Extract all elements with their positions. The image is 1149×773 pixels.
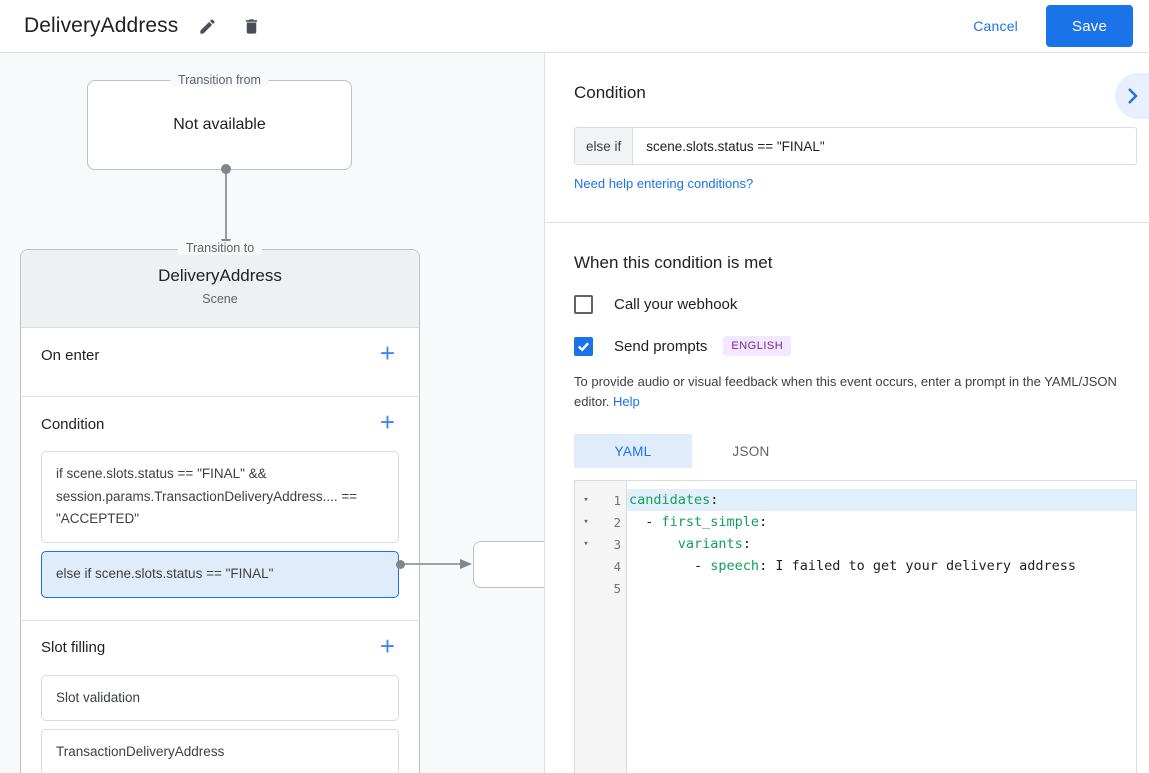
code-token: : bbox=[742, 536, 751, 553]
trash-icon[interactable] bbox=[236, 11, 266, 41]
save-button[interactable]: Save bbox=[1046, 5, 1133, 47]
code-token: : bbox=[759, 514, 768, 531]
transition-to-card: Transition to DeliveryAddress Scene On e… bbox=[20, 241, 420, 773]
add-condition-button[interactable]: + bbox=[379, 407, 395, 437]
transition-to-title: DeliveryAddress bbox=[158, 266, 282, 285]
section-condition-title: Condition bbox=[41, 415, 105, 433]
section-slot-filling: Slot filling + Slot validation Transacti… bbox=[21, 621, 419, 773]
connector-arrow-right bbox=[404, 559, 472, 569]
section-condition-header: Condition + bbox=[41, 397, 399, 451]
code-token: : I failed to get your delivery address bbox=[759, 558, 1077, 575]
fold-toggle-icon[interactable]: ▾ bbox=[583, 539, 589, 550]
webhook-row[interactable]: Call your webhook bbox=[574, 295, 1121, 314]
code-token: - bbox=[629, 558, 711, 575]
editor-line-number: 5 bbox=[613, 580, 621, 596]
code-token: : bbox=[710, 492, 719, 509]
flow-canvas: Transition from Not available Transition… bbox=[0, 53, 545, 773]
condition-item-selected[interactable]: else if scene.slots.status == "FINAL" bbox=[41, 551, 399, 598]
tab-json[interactable]: JSON bbox=[732, 443, 770, 459]
editor-gutter-line: ▾2 bbox=[575, 511, 626, 533]
condition-section: Condition else if scene.slots.status == … bbox=[546, 53, 1149, 193]
prompts-help-link[interactable]: Help bbox=[613, 394, 640, 410]
chevron-right-icon[interactable] bbox=[1115, 73, 1149, 119]
editor-code-area[interactable]: candidates: - first_simple: variants: - … bbox=[627, 481, 1136, 773]
tab-yaml[interactable]: YAML bbox=[574, 434, 692, 469]
code-token: first_simple bbox=[661, 514, 760, 531]
transition-from-box: Transition from Not available bbox=[87, 73, 352, 170]
section-slot-filling-header: Slot filling + bbox=[41, 621, 399, 675]
page-title: DeliveryAddress bbox=[24, 14, 179, 37]
fold-toggle-icon[interactable]: ▾ bbox=[583, 495, 589, 506]
section-condition: Condition + if scene.slots.status == "FI… bbox=[21, 397, 419, 621]
editor-code-line[interactable] bbox=[627, 577, 1136, 599]
editor-line-number: 3 bbox=[613, 536, 621, 552]
topbar-actions: Cancel Save bbox=[957, 5, 1133, 47]
editor-gutter-line: ▾1 bbox=[575, 489, 626, 511]
transition-to-legend: Transition to bbox=[177, 241, 263, 255]
editor-gutter-line: ▾3 bbox=[575, 533, 626, 555]
send-prompts-label: Send prompts bbox=[614, 337, 708, 355]
code-token: candidates bbox=[629, 492, 711, 509]
code-token bbox=[629, 536, 678, 552]
editor-gutter-line: 4 bbox=[575, 555, 626, 577]
editor-line-number: 1 bbox=[613, 492, 621, 508]
transition-from-legend: Transition from bbox=[170, 73, 269, 87]
prompts-description-text: To provide audio or visual feedback when… bbox=[574, 374, 1117, 410]
transition-to-header: DeliveryAddress Scene bbox=[21, 250, 419, 328]
top-app-bar: DeliveryAddress Cancel Save bbox=[0, 0, 1149, 53]
editor-line-number: 2 bbox=[613, 514, 621, 530]
prompts-description: To provide audio or visual feedback when… bbox=[574, 372, 1134, 412]
editor-code-line[interactable]: candidates: bbox=[627, 489, 1136, 512]
code-token: - bbox=[629, 514, 662, 531]
transition-to-subtitle: Scene bbox=[202, 292, 238, 306]
condition-prefix: else if bbox=[575, 128, 634, 164]
condition-heading: Condition bbox=[574, 83, 646, 102]
code-token: variants bbox=[677, 536, 743, 553]
transition-from-value: Not available bbox=[173, 116, 266, 133]
editor-gutter-line: 5 bbox=[575, 577, 626, 599]
call-webhook-checkbox[interactable] bbox=[574, 295, 593, 314]
editor-format-tabs: YAML JSON bbox=[574, 434, 1121, 469]
send-prompts-row[interactable]: Send prompts ENGLISH bbox=[574, 336, 1121, 356]
details-panel: Condition else if scene.slots.status == … bbox=[546, 53, 1149, 773]
section-on-enter-title: On enter bbox=[41, 346, 100, 364]
editor-code-line[interactable]: - first_simple: bbox=[627, 511, 1136, 533]
add-on-enter-button[interactable]: + bbox=[379, 338, 395, 368]
when-met-heading: When this condition is met bbox=[574, 253, 773, 272]
fold-toggle-icon[interactable]: ▾ bbox=[583, 517, 589, 528]
condition-output-handle[interactable] bbox=[396, 560, 405, 569]
code-token: speech bbox=[710, 558, 760, 575]
section-on-enter: On enter + bbox=[21, 328, 419, 397]
section-slot-filling-title: Slot filling bbox=[41, 639, 106, 657]
target-node-stub[interactable] bbox=[473, 541, 544, 588]
cancel-button[interactable]: Cancel bbox=[957, 9, 1034, 43]
condition-item[interactable]: if scene.slots.status == "FINAL" && sess… bbox=[41, 451, 399, 544]
condition-expression-input[interactable]: scene.slots.status == "FINAL" bbox=[633, 128, 1136, 164]
slot-filling-item[interactable]: Slot validation bbox=[41, 674, 399, 722]
add-slot-filling-button[interactable]: + bbox=[379, 630, 395, 661]
slot-filling-item[interactable]: TransactionDeliveryAddress bbox=[41, 729, 399, 773]
send-prompts-checkbox[interactable] bbox=[574, 336, 593, 356]
condition-help-link[interactable]: Need help entering conditions? bbox=[574, 176, 754, 191]
editor-line-number: 4 bbox=[613, 558, 621, 574]
section-on-enter-header: On enter + bbox=[41, 328, 399, 382]
editor-code-line[interactable]: - speech: I failed to get your delivery … bbox=[627, 555, 1136, 577]
pencil-icon[interactable] bbox=[192, 11, 222, 41]
when-condition-met-section: When this condition is met Call your web… bbox=[546, 223, 1149, 773]
editor-code-line[interactable]: variants: bbox=[627, 533, 1136, 555]
connector-arrow-down bbox=[221, 164, 231, 251]
call-webhook-label: Call your webhook bbox=[614, 296, 738, 313]
panel-divider bbox=[546, 222, 1149, 223]
condition-input-row: else if scene.slots.status == "FINAL" bbox=[574, 127, 1137, 165]
language-badge: ENGLISH bbox=[723, 336, 792, 356]
